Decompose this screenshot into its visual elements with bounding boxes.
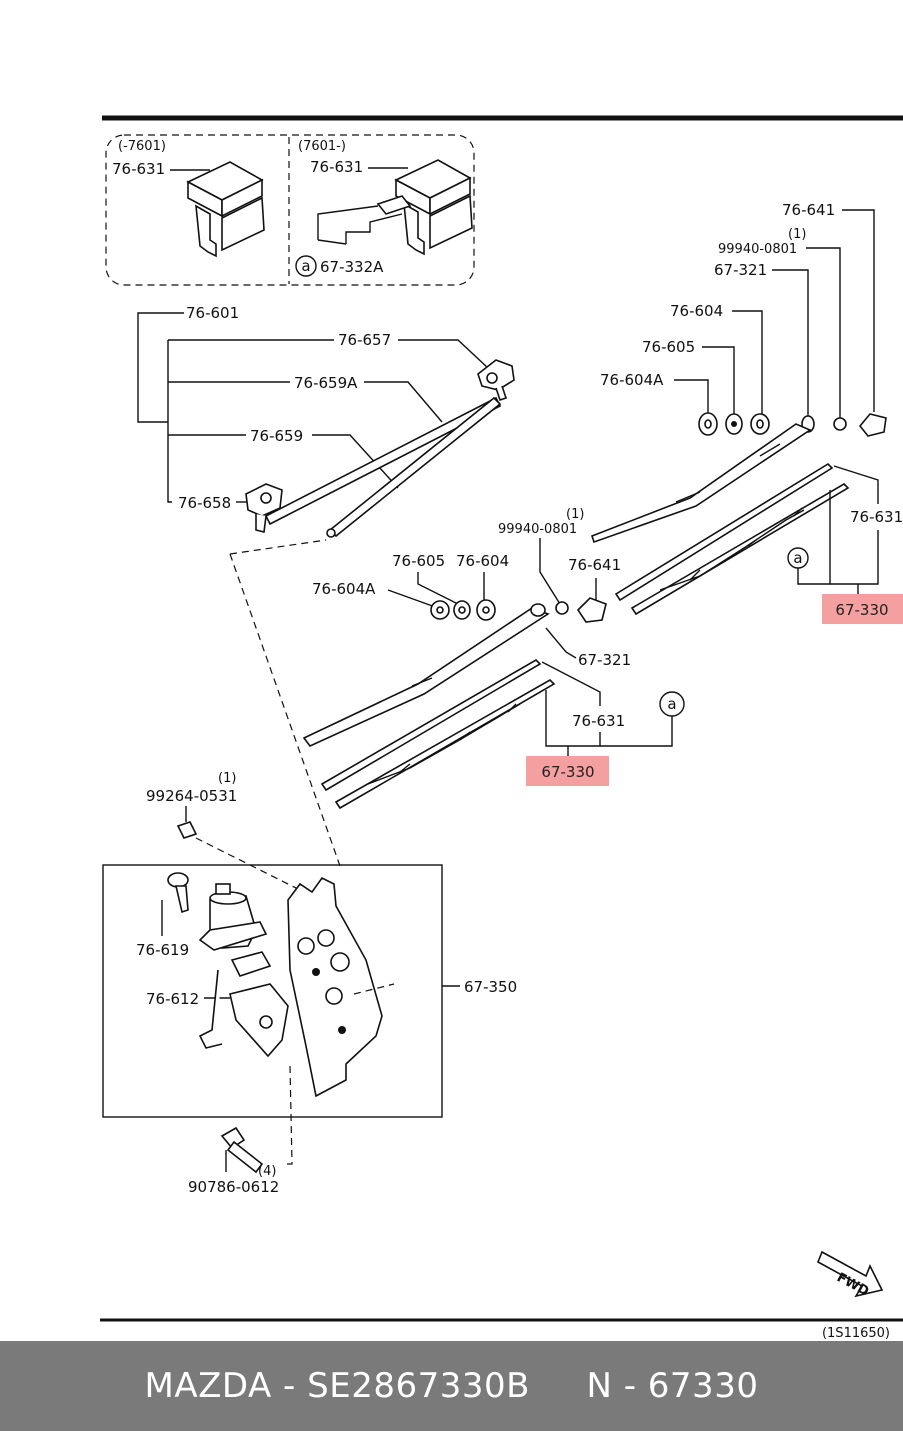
right-arm-group: 76-641 (1) 99940-0801 67-321 76-604 76-6… — [590, 201, 903, 624]
label-76-601: 76-601 — [186, 304, 239, 322]
label-76-619: 76-619 — [136, 941, 189, 959]
parts-diagram: (-7601) (7601-) 76-631 76-631 a 67-332A — [100, 115, 903, 1341]
figure-code: (1S11650) — [822, 1326, 890, 1341]
motor-assembly-box — [102, 864, 443, 1118]
link-rod-lower — [328, 396, 502, 538]
label-67-330-mid: 67-330 — [541, 763, 594, 781]
wiper-motor-icon — [198, 883, 272, 977]
label-76-612: 76-612 — [146, 990, 199, 1008]
label-67-330-right: 67-330 — [835, 601, 888, 619]
footer-text: MAZDA - SE2867330B N - 67330 — [144, 1366, 759, 1406]
label-76-605-top: 76-605 — [642, 338, 695, 356]
inset-left-range: (-7601) — [118, 139, 166, 154]
nut-99940-top-icon — [833, 417, 847, 431]
qty-99264: (1) — [218, 771, 236, 786]
pivot-right-icon — [477, 359, 515, 402]
bolt-90786-icon — [220, 1126, 264, 1174]
label-67-321-top: 67-321 — [714, 261, 767, 279]
inset-left-part-label: 76-631 — [112, 160, 165, 178]
label-76-659A: 76-659A — [294, 374, 358, 392]
clip-99264-icon — [176, 821, 198, 839]
inset-right-ref-label: 67-332A — [320, 258, 384, 276]
screw-76-619-icon — [167, 872, 189, 914]
linkage-group: 76-601 76-657 76-659A 76-659 76-658 — [137, 304, 515, 538]
label-76-641-mid: 76-641 — [568, 556, 621, 574]
inset-ref-symbol: a — [301, 257, 310, 275]
crank-76-612-icon — [198, 969, 289, 1058]
fwd-arrow-icon: FWD — [816, 1250, 884, 1300]
label-76-657: 76-657 — [338, 331, 391, 349]
qty-90786: (4) — [258, 1164, 276, 1179]
label-76-604A-mid: 76-604A — [312, 580, 376, 598]
blade-variant-inset: (-7601) (7601-) 76-631 76-631 a 67-332A — [105, 134, 475, 286]
motor-group: (1) 99264-0531 67-350 76-619 76-612 — [102, 771, 517, 1165]
wiper-blade-right — [614, 462, 834, 602]
ref-symbol-right: a — [793, 549, 802, 567]
label-90786: 90786-0612 — [188, 1178, 279, 1196]
label-76-605-mid: 76-605 — [392, 552, 445, 570]
label-76-659: 76-659 — [250, 427, 303, 445]
label-67-321-mid: 67-321 — [578, 651, 631, 669]
cap-76-641-top-icon — [858, 413, 887, 437]
part-number-footer: MAZDA - SE2867330B N - 67330 — [0, 1341, 903, 1431]
label-76-604-top: 76-604 — [670, 302, 723, 320]
wiper-arm-right — [590, 423, 812, 544]
highlight-67-330-right — [822, 594, 903, 624]
ref-symbol-mid: a — [667, 695, 676, 713]
label-76-604-mid: 76-604 — [456, 552, 509, 570]
label-99940-mid: 99940-0801 — [498, 522, 577, 537]
cap-76-641-mid-icon — [576, 597, 607, 623]
motor-bracket-icon — [287, 876, 383, 1098]
label-76-631-mid: 76-631 — [572, 712, 625, 730]
label-99264: 99264-0531 — [146, 787, 237, 805]
label-76-631-right: 76-631 — [850, 508, 903, 526]
blade-insert-left-icon — [186, 161, 265, 258]
label-99940-top: 99940-0801 — [718, 242, 797, 257]
wiper-blade-left — [320, 658, 542, 792]
label-76-658: 76-658 — [178, 494, 231, 512]
label-76-604A-top: 76-604A — [600, 371, 664, 389]
label-67-350: 67-350 — [464, 978, 517, 996]
link-rod-upper — [264, 396, 502, 526]
qty-99940-top: (1) — [788, 227, 806, 242]
highlight-67-330-mid — [526, 756, 609, 786]
label-76-641-top: 76-641 — [782, 201, 835, 219]
pivot-left-icon — [245, 483, 283, 533]
inset-right-range: (7601-) — [298, 139, 346, 154]
inset-right-part-label: 76-631 — [310, 158, 363, 176]
left-arm-group: (1) 99940-0801 76-605 76-604 76-641 76-6… — [302, 507, 685, 810]
nut-99940-mid-icon — [555, 601, 569, 615]
blade-insert-right-icon — [376, 159, 473, 256]
qty-99940-mid: (1) — [566, 507, 584, 522]
